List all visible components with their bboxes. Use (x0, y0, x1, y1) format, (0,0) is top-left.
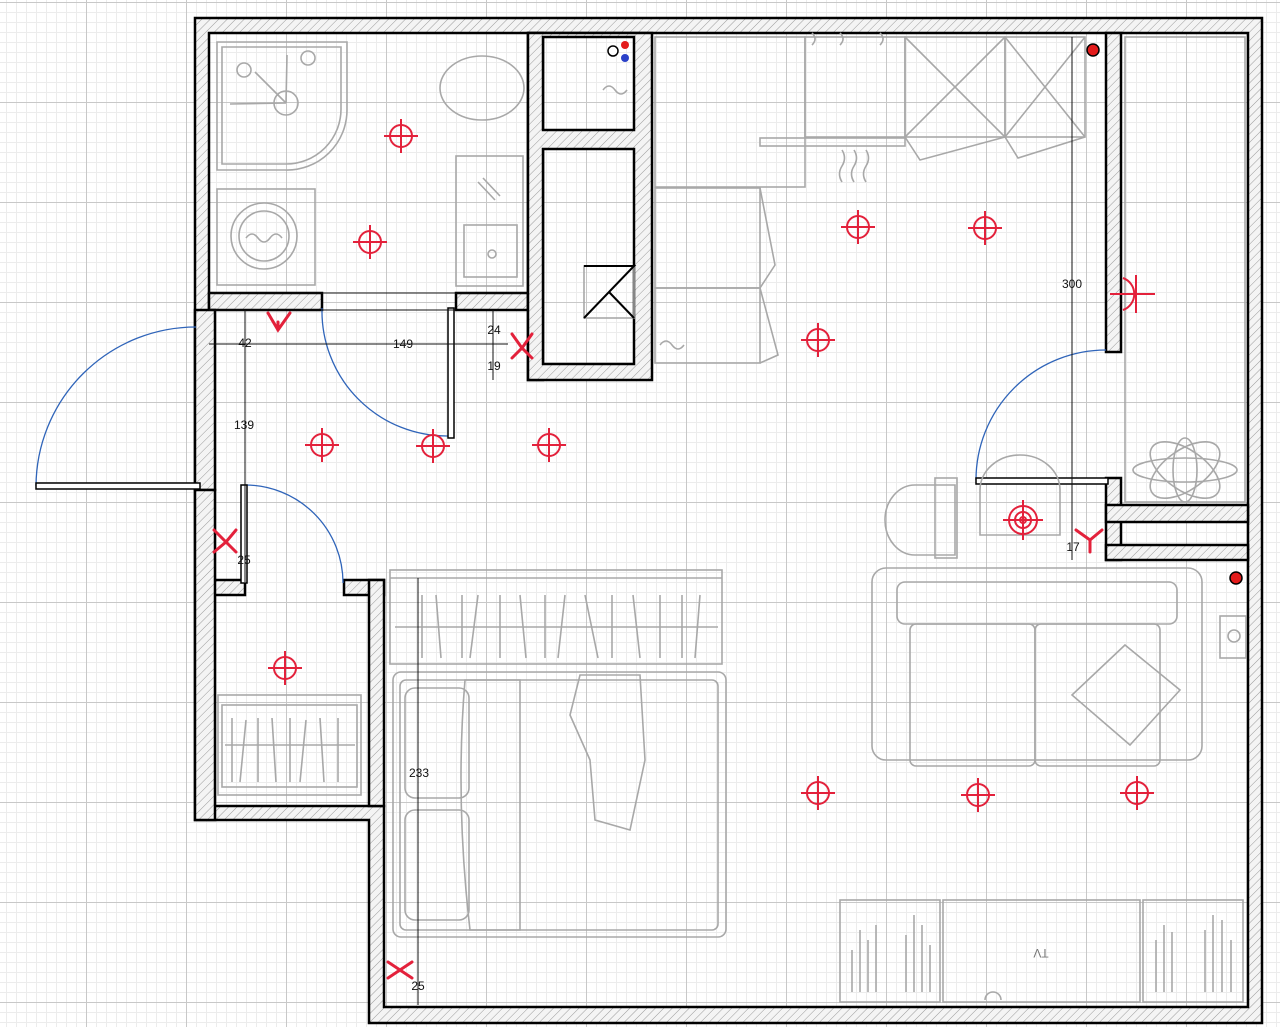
pendant-light-icon (1003, 500, 1043, 540)
dimension-label: 24 (487, 323, 501, 337)
ceiling-light-icon (352, 224, 388, 260)
plant-icon (1132, 437, 1238, 503)
ceiling-light-icon (800, 322, 836, 358)
storage-wall-right (367, 578, 386, 808)
ceiling-light-icon (1119, 775, 1155, 811)
dimension-label: 42 (238, 336, 252, 350)
bathroom-partition-wall-right (454, 291, 530, 312)
dimension-label: 139 (234, 418, 254, 432)
dimension-labels: 42 149 24 19 139 25 300 17 233 25 (234, 277, 1082, 993)
storage-shelves (217, 694, 362, 796)
dimension-label: 25 (411, 979, 425, 993)
ceiling-light-icon (967, 210, 1003, 246)
socket-icon (1074, 528, 1104, 554)
electrical-outlet-icon (1086, 43, 1100, 57)
ceiling-light-icon (840, 209, 876, 245)
closet-with-plant (1124, 36, 1246, 503)
bathroom-door-leaf (447, 307, 455, 439)
sink-counter (455, 155, 524, 287)
bookshelf-top (389, 569, 723, 665)
hot-water-red-icon (621, 41, 629, 49)
kitchen-lower-cabinet (654, 187, 761, 289)
bathroom-fixtures (216, 41, 525, 287)
ceiling-light-icon (304, 427, 340, 463)
bed (392, 671, 727, 938)
chair-right (979, 454, 1061, 536)
socket-icon (266, 311, 292, 333)
wall-light-icon (1110, 275, 1155, 313)
kitchen (654, 32, 1086, 364)
bathroom-door-arc (321, 307, 449, 437)
storage-door-arc (244, 484, 344, 584)
shower-cabin (216, 41, 348, 171)
socket-icon (386, 960, 414, 980)
cushion-icon (1070, 643, 1182, 747)
toilet (439, 55, 525, 121)
dining-area (884, 454, 1061, 559)
shaft-wall (526, 31, 654, 382)
cold-water-icon (607, 45, 619, 57)
hot-water-blue-icon (621, 54, 629, 62)
doors (35, 307, 1109, 584)
dimension-label: 25 (237, 553, 251, 567)
ceiling-lights (267, 118, 1155, 813)
sockets (212, 43, 1247, 980)
ceiling-light-icon (267, 650, 303, 686)
ceiling-light-icon (415, 428, 451, 464)
blanket-icon (569, 674, 646, 832)
closet-door-leaf (975, 477, 1109, 485)
dimension-lines (209, 37, 1073, 1005)
socket-icon (212, 528, 238, 554)
bathroom-partition-wall (207, 291, 324, 312)
washing-machine (216, 188, 316, 286)
kitchen-upper-cabinet (654, 36, 806, 188)
tv-label: TV (1033, 946, 1048, 960)
dimension-label: 233 (409, 766, 429, 780)
closet-wall (1104, 31, 1123, 354)
dimension-label: 149 (393, 337, 413, 351)
ceiling-light-icon (531, 427, 567, 463)
entry-wall-segment-lower (193, 488, 217, 822)
boiler-icon (1219, 615, 1247, 659)
socket-icon (510, 332, 534, 360)
sofa (871, 567, 1203, 767)
storage-door-leaf (240, 484, 248, 584)
closet-wall-horizontal-low (1104, 543, 1250, 562)
entrance-door-arc (35, 326, 197, 487)
electrical-outlet-icon (1229, 571, 1243, 585)
ventilation-shaft (583, 41, 637, 319)
ceiling-light-icon (800, 775, 836, 811)
dimension-label: 17 (1066, 540, 1080, 554)
ceiling-light-icon (960, 777, 996, 813)
entrance-door-leaf (35, 482, 201, 490)
sink-basin (463, 224, 518, 278)
chair-left (884, 484, 956, 556)
entry-wall-segment (193, 308, 217, 492)
walls (193, 16, 1264, 1025)
closet-wall-horizontal (1104, 503, 1250, 524)
outer-wall (193, 16, 1264, 1025)
closet-door-arc (975, 349, 1107, 481)
tv-unit: TV (839, 899, 1244, 1003)
dimension-label: 300 (1062, 277, 1082, 291)
dimension-label: 19 (487, 359, 501, 373)
ceiling-light-icon (383, 118, 419, 154)
